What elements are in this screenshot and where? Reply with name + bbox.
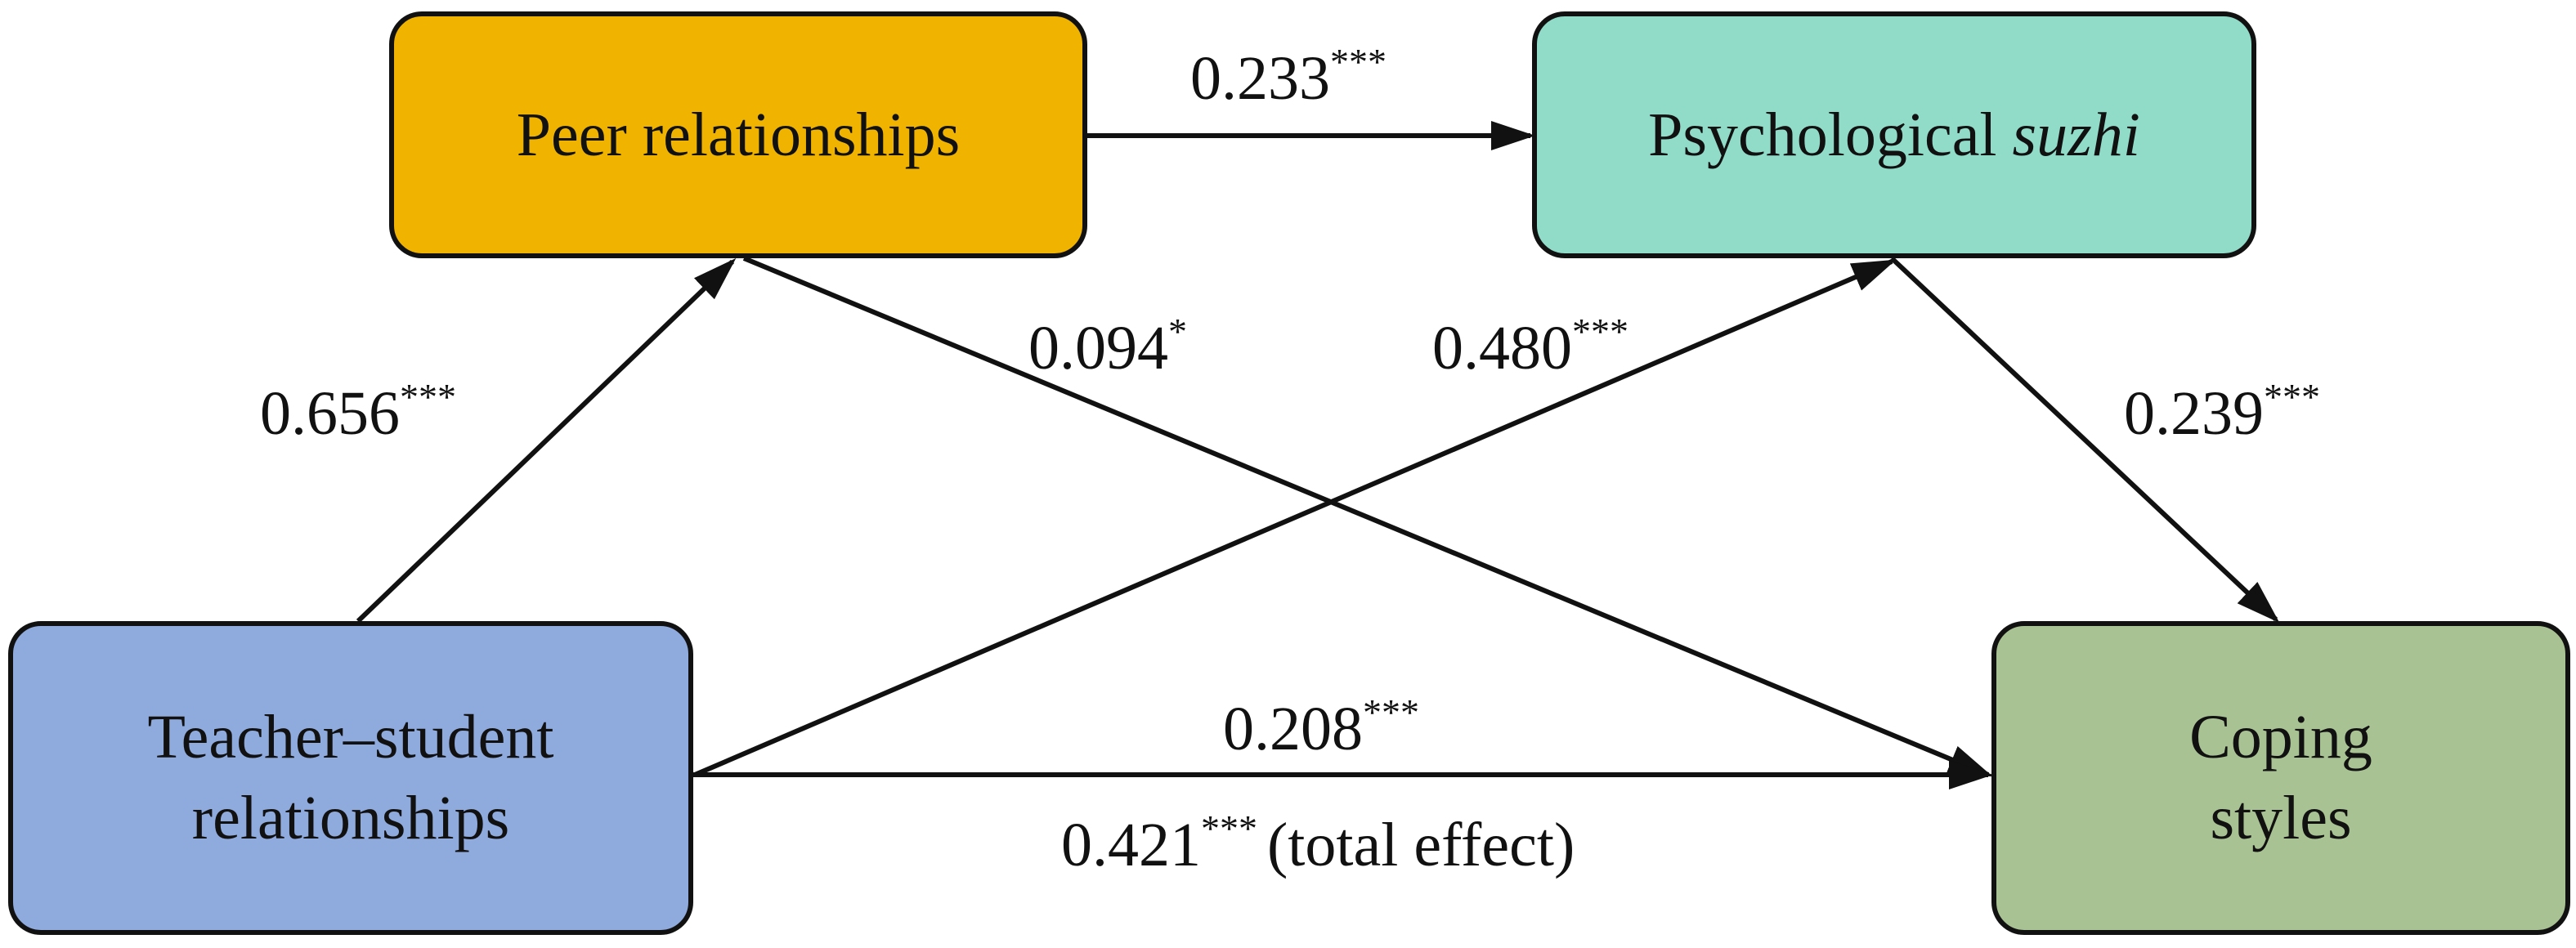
coefficient-peer-to-coping: 0.094* xyxy=(1028,313,1187,382)
coefficient-value: 0.239 xyxy=(2124,379,2264,448)
coefficient-value: 0.233 xyxy=(1190,44,1330,113)
significance-stars: *** xyxy=(1363,691,1419,733)
node-label-italic: suzhi xyxy=(2012,100,2140,169)
arrow-peer-to-coping xyxy=(742,256,1993,777)
node-label-line1: Coping xyxy=(2189,703,2372,772)
node-label-line2: styles xyxy=(2210,784,2352,852)
significance-stars: * xyxy=(1168,311,1187,352)
coefficient-value: 0.421 xyxy=(1061,811,1201,879)
significance-stars: *** xyxy=(1201,807,1257,849)
node-coping-styles: Coping styles xyxy=(1991,621,2570,935)
arrow-teacher-to-peer xyxy=(356,257,737,624)
node-label-line1: Teacher–student xyxy=(147,703,554,772)
node-peer-relationships: Peer relationships xyxy=(389,11,1087,258)
significance-stars: *** xyxy=(2264,376,2320,418)
coefficient-value: 0.480 xyxy=(1432,314,1572,382)
coefficient-psych-to-coping: 0.239*** xyxy=(2124,378,2320,448)
node-label-text: Psychological xyxy=(1648,100,2013,169)
coefficient-direct-effect: 0.208*** xyxy=(1223,694,1419,763)
node-label: Psychological suzhi xyxy=(1648,95,2140,176)
coefficient-value: 0.094 xyxy=(1028,314,1168,382)
coefficient-total-effect: 0.421***(total effect) xyxy=(1061,810,1575,879)
coefficient-value: 0.656 xyxy=(260,379,400,448)
node-label: Peer relationships xyxy=(516,100,961,169)
coefficient-peer-to-psych: 0.233*** xyxy=(1190,43,1387,113)
significance-stars: *** xyxy=(400,376,456,418)
node-psychological-suzhi: Psychological suzhi xyxy=(1532,11,2256,258)
coefficient-value: 0.208 xyxy=(1223,695,1363,763)
arrow-teacher-to-psych xyxy=(693,259,1897,777)
node-label-line2: relationships xyxy=(191,784,510,852)
coefficient-teacher-to-peer: 0.656*** xyxy=(260,378,456,448)
coefficient-teacher-to-psych: 0.480*** xyxy=(1432,313,1628,382)
significance-stars: *** xyxy=(1572,311,1628,352)
total-effect-label: (total effect) xyxy=(1267,811,1575,879)
significance-stars: *** xyxy=(1330,41,1387,83)
node-teacher-student-relationships: Teacher–student relationships xyxy=(8,621,693,935)
arrow-psych-to-coping xyxy=(1889,256,2280,624)
